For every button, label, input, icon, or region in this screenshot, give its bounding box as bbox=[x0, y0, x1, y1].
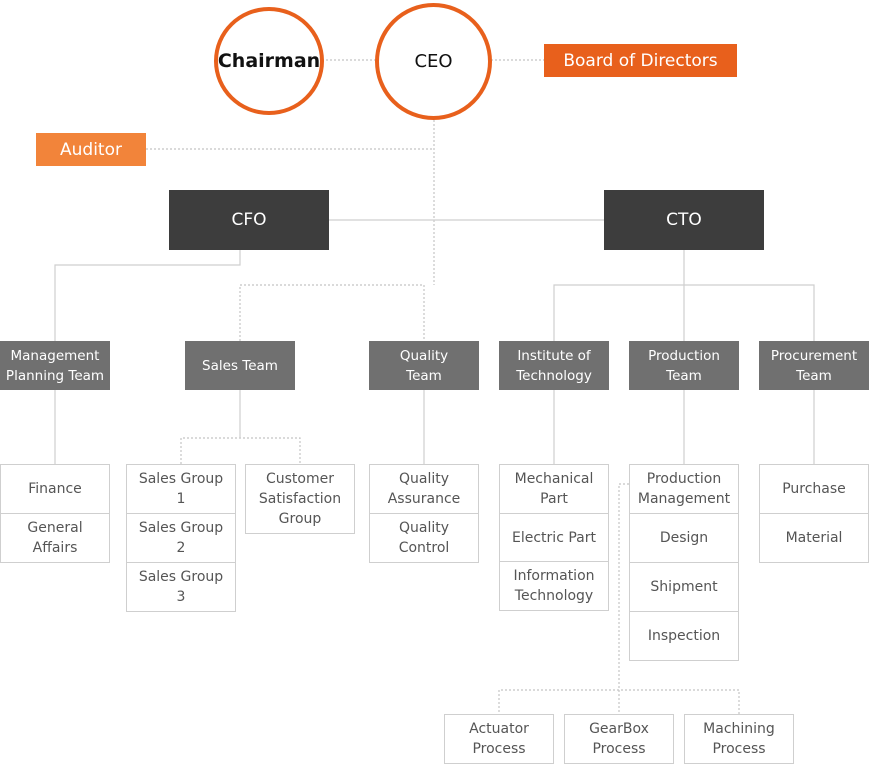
electric-part-unit: Electric Part bbox=[499, 513, 609, 562]
cfo-node: CFO bbox=[169, 190, 329, 250]
material-unit: Material bbox=[759, 513, 869, 563]
mechanical-part-unit: Mechanical Part bbox=[499, 464, 609, 514]
quality-team-node: Quality Team bbox=[369, 341, 479, 390]
machining-process-unit: Machining Process bbox=[684, 714, 794, 764]
auditor-node: Auditor bbox=[36, 133, 146, 166]
cto-node: CTO bbox=[604, 190, 764, 250]
management-planning-team-node: Management Planning Team bbox=[0, 341, 110, 390]
finance-unit: Finance bbox=[0, 464, 110, 514]
purchase-unit: Purchase bbox=[759, 464, 869, 514]
ceo-node: CEO bbox=[375, 3, 492, 120]
sales-group-2-unit: Sales Group 2 bbox=[126, 513, 236, 563]
information-technology-unit: Information Technology bbox=[499, 561, 609, 611]
gearbox-process-unit: GearBox Process bbox=[564, 714, 674, 764]
chairman-node: Chairman bbox=[214, 7, 324, 115]
procurement-team-node: Procurement Team bbox=[759, 341, 869, 390]
production-team-node: Production Team bbox=[629, 341, 739, 390]
production-management-unit: Production Management bbox=[629, 464, 739, 514]
quality-control-unit: Quality Control bbox=[369, 513, 479, 563]
sales-group-1-unit: Sales Group 1 bbox=[126, 464, 236, 514]
actuator-process-unit: Actuator Process bbox=[444, 714, 554, 764]
quality-assurance-unit: Quality Assurance bbox=[369, 464, 479, 514]
board-of-directors-node: Board of Directors bbox=[544, 44, 737, 77]
inspection-unit: Inspection bbox=[629, 611, 739, 661]
sales-team-node: Sales Team bbox=[185, 341, 295, 390]
institute-of-technology-node: Institute of Technology bbox=[499, 341, 609, 390]
general-affairs-unit: General Affairs bbox=[0, 513, 110, 563]
customer-satisfaction-group-unit: Customer Satisfaction Group bbox=[245, 464, 355, 534]
shipment-unit: Shipment bbox=[629, 562, 739, 612]
design-unit: Design bbox=[629, 513, 739, 563]
sales-group-3-unit: Sales Group 3 bbox=[126, 562, 236, 612]
